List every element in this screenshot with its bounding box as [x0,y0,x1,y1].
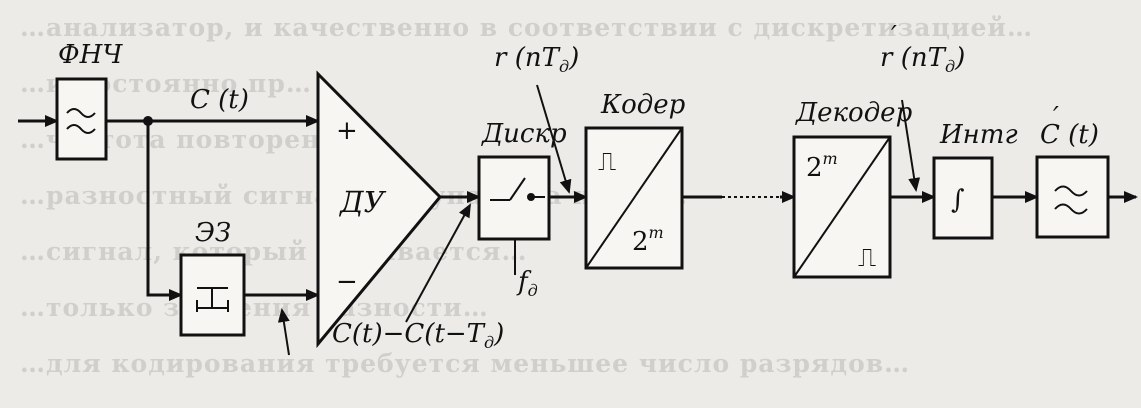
pulse-icon: ⎍ [598,147,616,177]
pulse-icon: ⎍ [858,243,876,273]
lpf-out-box [1035,155,1110,239]
wire-to-delay [146,121,183,301]
lowpass-icon [1054,185,1088,215]
signal-r-prime: r (nTд) [880,43,965,76]
prime-mark: ′ [891,21,897,51]
integrator-box [932,156,994,240]
output-lowpass-filter [1035,155,1110,239]
integrator: ∫ Интг [932,120,1018,240]
decoder-bits: 2m [806,149,838,183]
signal-c-t: C (t) [190,85,249,115]
delay-icon [196,287,229,312]
integrator-label: Интг [939,120,1018,150]
input-lowpass-filter: ФНЧ [55,40,123,161]
sampler-box [477,155,551,241]
coder-bits: 2m [632,223,664,257]
decoder: 2m ⎍ Декодер [792,98,913,279]
bleed-line: …сигнал, который называется… [20,237,528,266]
switch-icon [490,177,545,201]
differential-amplifier: + − ДУ [316,70,443,349]
integral-icon: ∫ [951,185,965,215]
lowpass-icon [66,108,96,134]
pointer-diff [405,203,471,323]
signal-c-out: C (t) [1040,120,1099,150]
pointer-r-prime [901,99,921,192]
decoder-diagonal [793,136,891,278]
lpf-label: ФНЧ [58,40,123,70]
prime-mark: ′ [1053,102,1059,132]
amp-label: ДУ [338,185,387,219]
delay-element: ЭЗ [179,218,246,337]
sampler: Дискр [477,119,567,241]
plus-sign: + [336,116,358,146]
amp-triangle [316,70,443,349]
signal-r: r (nTд) [494,43,579,76]
minus-sign: − [336,267,358,297]
signal-fd: fд [516,267,538,300]
coder-label: Кодер [600,90,686,120]
coder-diagonal [585,127,683,269]
bleed-line: …для кодирования требуется меньшее число… [20,349,911,378]
delay-label: ЭЗ [195,218,231,248]
pointer-delay-control [277,308,290,356]
decoder-label: Декодер [795,98,913,128]
bleed-line: …анализатор, и качественно в соответстви… [20,13,1033,42]
lpf-box [55,77,108,161]
signal-difference: C(t)−C(t−Tд) [332,319,504,352]
pointer-r [536,84,572,194]
sampler-label: Дискр [481,119,567,149]
coder: ⎍ 2m Кодер [584,90,686,270]
